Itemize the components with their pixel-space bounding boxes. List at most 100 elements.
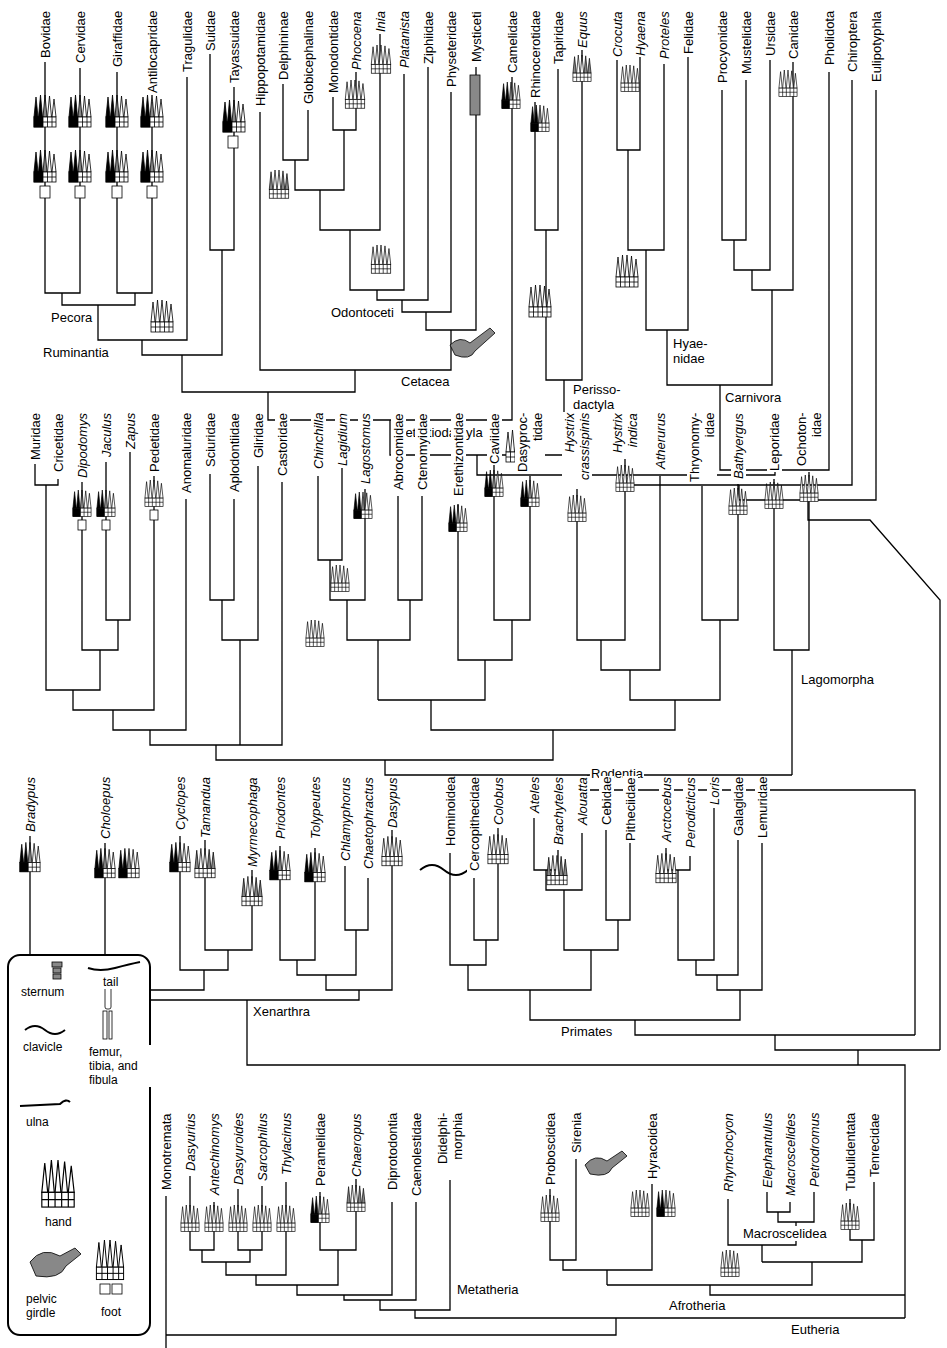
taxon-label: Elephantulus — [760, 1112, 775, 1189]
bone-drawing — [106, 150, 128, 182]
legend-label: foot — [100, 1305, 122, 1319]
legend-label: sternum — [20, 985, 65, 999]
taxon-label: Alouatta — [575, 776, 590, 826]
taxon-label: Sciuridae — [203, 412, 218, 468]
clade-label: Metatheria — [456, 1282, 519, 1297]
bone-drawing — [449, 505, 467, 531]
taxon-label: Dasyurius — [183, 1112, 198, 1172]
bone-drawing — [95, 848, 115, 877]
bone-drawing — [311, 1196, 329, 1222]
clade-label: Carnivora — [724, 390, 782, 405]
taxon-label: Dasyuroides — [231, 1112, 246, 1186]
taxon-label: Petrodromus — [807, 1112, 822, 1188]
taxon-label: Caenolestidae — [409, 1112, 424, 1197]
bone-drawing — [102, 520, 110, 530]
taxon-label: Hystrix crassispinis — [562, 412, 592, 481]
legend-box — [8, 955, 150, 1335]
clade-label: Afrotheria — [668, 1298, 726, 1313]
taxon-label: Arctocebus — [659, 776, 674, 843]
taxon-label: Colobus — [491, 776, 506, 826]
bone-drawing — [371, 245, 390, 273]
taxon-label: Phocoena — [349, 10, 364, 71]
taxon-label: Globicephalinae — [301, 10, 316, 105]
taxon-label: Delphininae — [276, 10, 291, 81]
taxon-label: Loris — [707, 776, 722, 806]
bone-drawing — [42, 1160, 74, 1207]
taxon-label: Ochoton- idae — [794, 412, 824, 467]
taxon-label: Tragulidae — [180, 10, 195, 73]
taxon-label: Tamandua — [198, 776, 213, 839]
clade-label: Eutheria — [790, 1322, 840, 1337]
taxon-label: Cervidae — [73, 10, 88, 64]
taxon-label: Dasyproc- tidae — [515, 412, 545, 473]
clade-label: Perisso- dactyla — [572, 382, 622, 412]
bone-drawing — [765, 482, 783, 508]
taxon-label: Cercopithecidae — [467, 776, 482, 872]
taxon-label: Felidae — [681, 10, 696, 55]
clade-label: Pecora — [50, 310, 93, 325]
taxon-label: Equus — [575, 10, 590, 49]
taxon-label: Chinchilla — [311, 412, 326, 470]
taxon-label: Eulipotyphla — [869, 10, 884, 83]
bone-drawing — [53, 968, 61, 973]
bone-drawing — [223, 100, 245, 132]
bone-drawing — [69, 150, 91, 182]
bone-drawing — [488, 834, 508, 863]
taxon-label: Peramelidae — [313, 1112, 328, 1187]
taxon-label: Sirenia — [569, 1112, 584, 1154]
taxon-label: Tolypeutes — [308, 776, 323, 840]
bone-drawing — [150, 510, 158, 520]
bone-drawing — [78, 520, 86, 530]
taxon-label: Perodicticus — [683, 776, 698, 849]
taxon-label: Physeteridae — [444, 10, 459, 88]
taxon-label: Chlamyphorus — [338, 776, 353, 862]
bone-drawing — [382, 836, 402, 865]
taxon-label: Lagostomus — [358, 412, 373, 485]
taxon-label: Anomaluridae — [179, 412, 194, 494]
bone-drawing — [841, 1203, 859, 1229]
bone-drawing — [20, 842, 40, 871]
bone-drawing — [109, 1011, 112, 1039]
taxon-label: Thryonomy- idae — [687, 412, 717, 483]
bone-drawing — [75, 186, 85, 198]
bone-drawing — [568, 495, 586, 521]
legend-label: pelvic girdle — [25, 1292, 58, 1320]
bone-drawing — [20, 1100, 70, 1106]
bone-drawing — [347, 1185, 365, 1211]
bone-drawing — [53, 974, 61, 979]
bone-drawing — [631, 1190, 649, 1216]
taxon-label: Hyracoidea — [645, 1112, 660, 1180]
bone-drawing — [779, 70, 797, 96]
bone-drawing — [52, 962, 62, 967]
bone-drawing — [170, 842, 190, 871]
bone-drawing — [141, 95, 163, 127]
bone-drawing — [616, 465, 634, 491]
bone-drawing — [229, 1205, 247, 1231]
taxon-label: Tayassuidae — [227, 10, 242, 84]
legend-label: femur, tibia, and fibula — [88, 1045, 152, 1087]
taxon-label: Hippopotamidae — [253, 10, 268, 107]
bone-drawing — [331, 565, 349, 591]
bone-drawing — [354, 492, 372, 518]
clade-label: Primates — [560, 1024, 613, 1039]
taxon-label: Muridae — [28, 412, 43, 461]
bone-drawing — [69, 95, 91, 127]
taxon-label: Jaculus — [99, 412, 114, 458]
taxon-label: Giraffidae — [110, 10, 125, 68]
taxon-label: Chaetophractus — [361, 776, 376, 870]
bone-drawing — [228, 136, 238, 148]
bone-drawing — [30, 1248, 81, 1277]
taxon-label: Chiroptera — [845, 10, 860, 73]
bone-drawing — [371, 45, 390, 73]
bone-drawing — [119, 848, 139, 877]
taxon-label: Antilocapridae — [145, 10, 160, 94]
taxon-label: Bradypus — [23, 776, 38, 833]
taxon-label: Hyaena — [633, 10, 648, 57]
taxon-label: Ziphiidae — [421, 10, 436, 65]
bone-drawing — [541, 1195, 559, 1221]
clade-label: Hyae- nidae — [672, 336, 709, 366]
bone-drawing — [420, 865, 468, 875]
taxon-label: Hystrix indica — [610, 412, 640, 454]
clade-label: Cetacea — [400, 374, 450, 389]
taxon-label: Ctenomyidae — [415, 412, 430, 491]
